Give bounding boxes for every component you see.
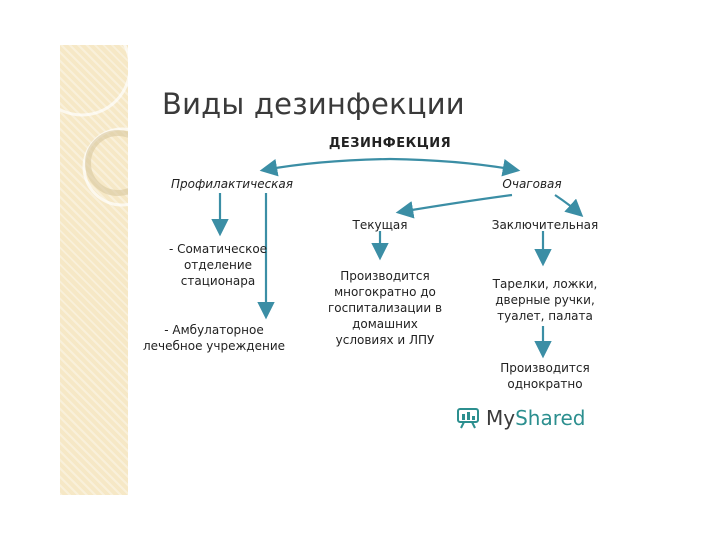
text-line: лечебное учреждение <box>142 339 286 353</box>
decorative-side-band <box>60 45 128 495</box>
node-final: Заключительная <box>491 218 599 232</box>
myshared-logo-icon <box>457 408 479 429</box>
node-focal: Очаговая <box>502 177 562 191</box>
node-performed-repeatedly: Производится многократно до госпитализац… <box>328 268 442 348</box>
arrow-root-to-prof <box>259 157 391 177</box>
text-line: многократно до <box>334 285 436 299</box>
myshared-logo-text: MyShared <box>486 406 586 430</box>
arrow-ochag-to-zaklyuch <box>554 194 584 217</box>
node-disinfection: ДЕЗИНФЕКЦИЯ <box>328 136 452 151</box>
slide-title: Виды дезинфекции <box>162 87 465 121</box>
text-line: дверные ручки, <box>495 293 595 307</box>
text-line: туалет, палата <box>497 309 593 323</box>
node-current: Текущая <box>352 218 408 232</box>
node-somatic-department: - Соматическое отделение стационара <box>169 241 267 289</box>
arrow-ochag-to-tekush <box>395 193 513 219</box>
text-line: отделение <box>183 258 253 272</box>
node-prophylactic: Профилактическая <box>171 177 293 191</box>
myshared-logo: MyShared <box>456 406 586 430</box>
slide: Виды дезинфекции <box>60 45 660 495</box>
text-line: госпитализации в <box>327 301 443 315</box>
text-line: Производится <box>340 269 430 283</box>
node-performed-once: Производится однократно <box>500 360 589 392</box>
decorative-circles-graphic <box>60 45 128 207</box>
text-line: стационара <box>180 274 256 288</box>
text-line: - Соматическое <box>168 242 268 256</box>
text-line: однократно <box>507 377 583 391</box>
text-line: Производится <box>500 361 590 375</box>
text-line: домашних <box>352 317 418 331</box>
text-line: - Амбулаторное <box>164 323 264 337</box>
node-plates-spoons: Тарелки, ложки, дверные ручки, туалет, п… <box>493 276 598 324</box>
arrow-root-to-ochag <box>389 157 521 177</box>
logo-text-shared: Shared <box>515 406 586 430</box>
node-outpatient-institution: - Амбулаторное лечебное учреждение <box>143 322 285 354</box>
logo-text-my: My <box>486 406 516 430</box>
text-line: условиях и ЛПУ <box>335 333 435 347</box>
text-line: Тарелки, ложки, <box>492 277 598 291</box>
